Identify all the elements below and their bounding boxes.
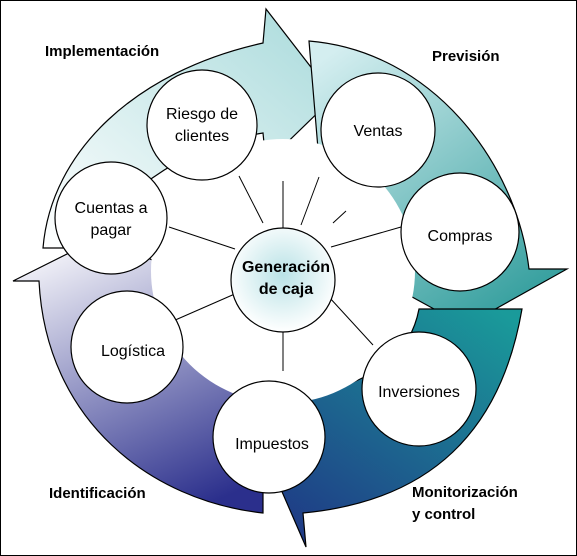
node-logistica: Logística <box>70 290 184 404</box>
center-label-line1: Generación <box>242 259 330 276</box>
svg-text:Compras: Compras <box>428 228 493 245</box>
node-inversiones: Inversiones <box>361 331 477 447</box>
node-impuestos: Impuestos <box>212 380 326 494</box>
svg-text:Impuestos: Impuestos <box>235 436 309 453</box>
svg-text:Inversiones: Inversiones <box>378 384 460 401</box>
stage-label-identificacion: Identificación <box>49 485 146 502</box>
center-label-line2: de caja <box>259 281 313 298</box>
stage-label-monitorizacion-line1: Monitorización <box>412 484 518 501</box>
stage-label-implementacion: Implementación <box>45 43 159 60</box>
center-circle <box>230 227 336 333</box>
stage-label-monitorizacion-line2: y control <box>412 506 475 523</box>
node-compras: Compras <box>400 172 520 292</box>
node-ventas: Ventas <box>320 72 436 188</box>
node-riesgo-clientes: Riesgo de clientes <box>146 69 258 181</box>
svg-text:Ventas: Ventas <box>354 123 403 140</box>
node-cuentas-pagar: Cuentas a pagar <box>54 161 168 275</box>
svg-text:Riesgo de: Riesgo de <box>166 106 238 123</box>
svg-text:Cuentas a: Cuentas a <box>75 200 148 217</box>
svg-text:pagar: pagar <box>91 222 133 239</box>
stage-label-prevision: Previsión <box>432 48 500 65</box>
svg-text:Logística: Logística <box>101 343 165 360</box>
svg-text:clientes: clientes <box>175 128 229 145</box>
